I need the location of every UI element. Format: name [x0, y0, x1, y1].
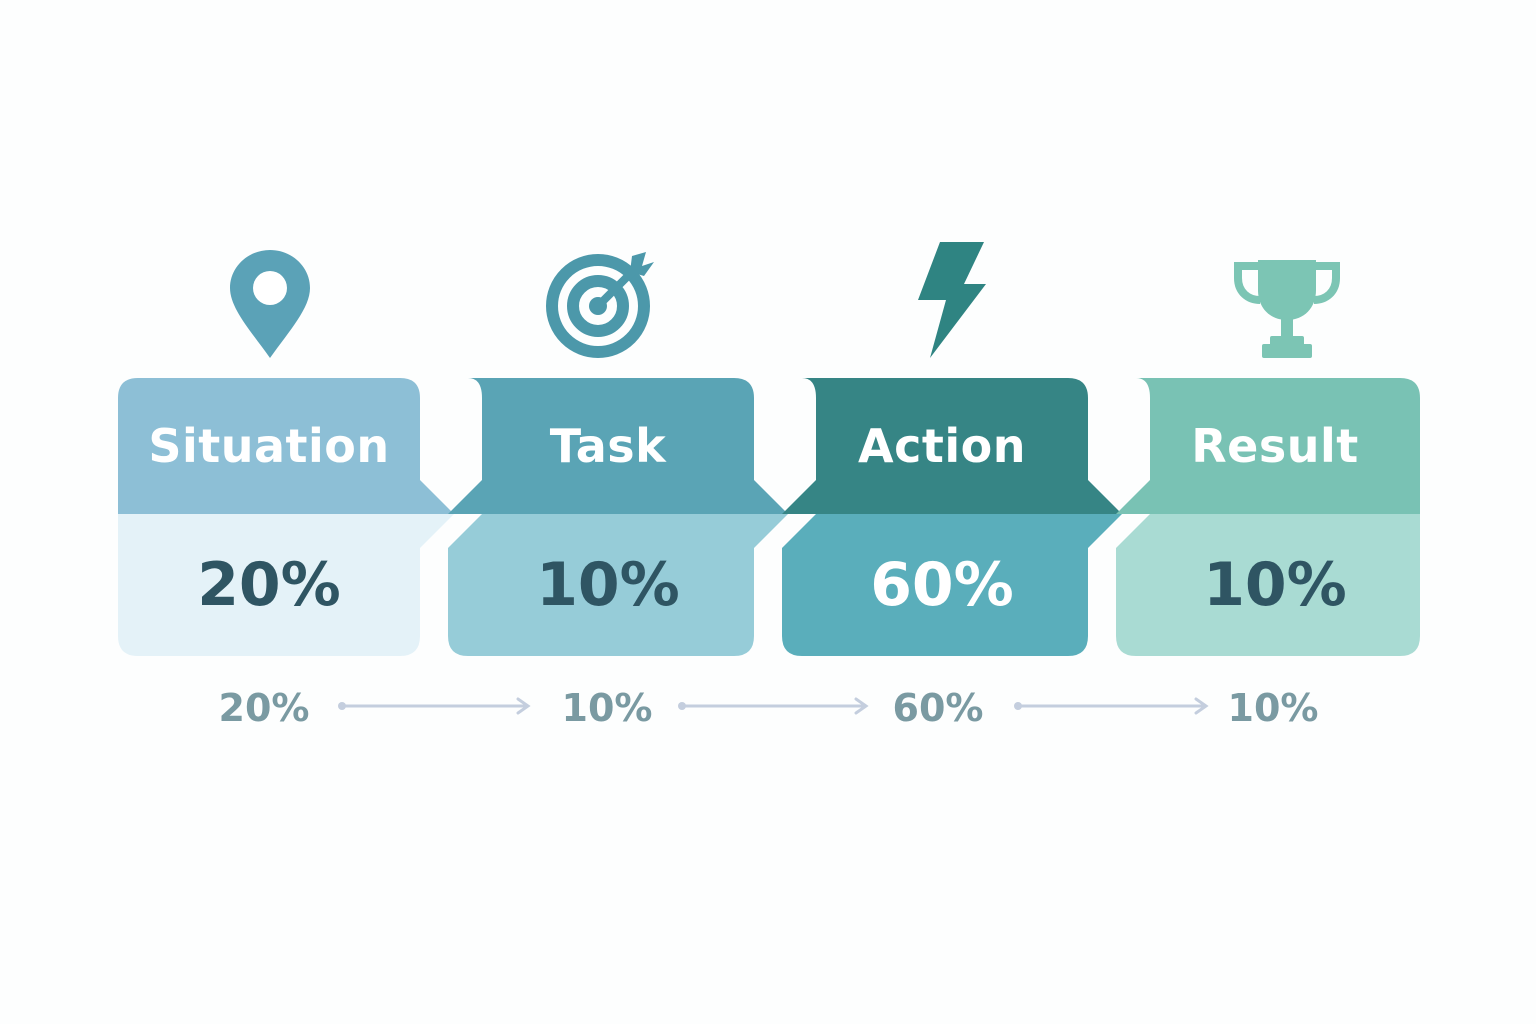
- step-block-task: [448, 378, 788, 656]
- bottom-label-situation: 20%: [218, 686, 310, 730]
- bottom-label-action: 60%: [892, 686, 984, 730]
- connector-arrow: [1014, 697, 1209, 715]
- target-icon: [546, 252, 654, 358]
- step-top-panel: [1116, 378, 1420, 514]
- step-top-panel: [118, 378, 454, 514]
- step-percent-task: 10%: [536, 550, 680, 620]
- step-title-situation: Situation: [148, 419, 390, 473]
- bottom-label-task: 10%: [561, 686, 653, 730]
- step-bottom-panel: [1116, 514, 1420, 656]
- lightning-icon: [918, 242, 986, 358]
- connector-arrow: [678, 697, 869, 715]
- step-top-panel: [448, 378, 788, 514]
- step-title-action: Action: [858, 419, 1026, 473]
- step-block-situation: [118, 378, 454, 656]
- step-bottom-panel: [782, 514, 1122, 656]
- map-pin-icon: [230, 250, 310, 358]
- step-block-result: [1116, 378, 1420, 656]
- step-title-result: Result: [1191, 419, 1359, 473]
- bottom-label-result: 10%: [1227, 686, 1319, 730]
- trophy-icon: [1234, 260, 1340, 358]
- step-bottom-panel: [118, 514, 454, 656]
- connector-arrow: [338, 697, 531, 715]
- step-title-task: Task: [549, 419, 667, 473]
- step-percent-result: 10%: [1203, 550, 1347, 620]
- step-percent-action: 60%: [870, 550, 1014, 620]
- step-bottom-panel: [448, 514, 788, 656]
- step-top-panel: [782, 378, 1122, 514]
- step-block-action: [782, 378, 1122, 656]
- step-percent-situation: 20%: [197, 550, 341, 620]
